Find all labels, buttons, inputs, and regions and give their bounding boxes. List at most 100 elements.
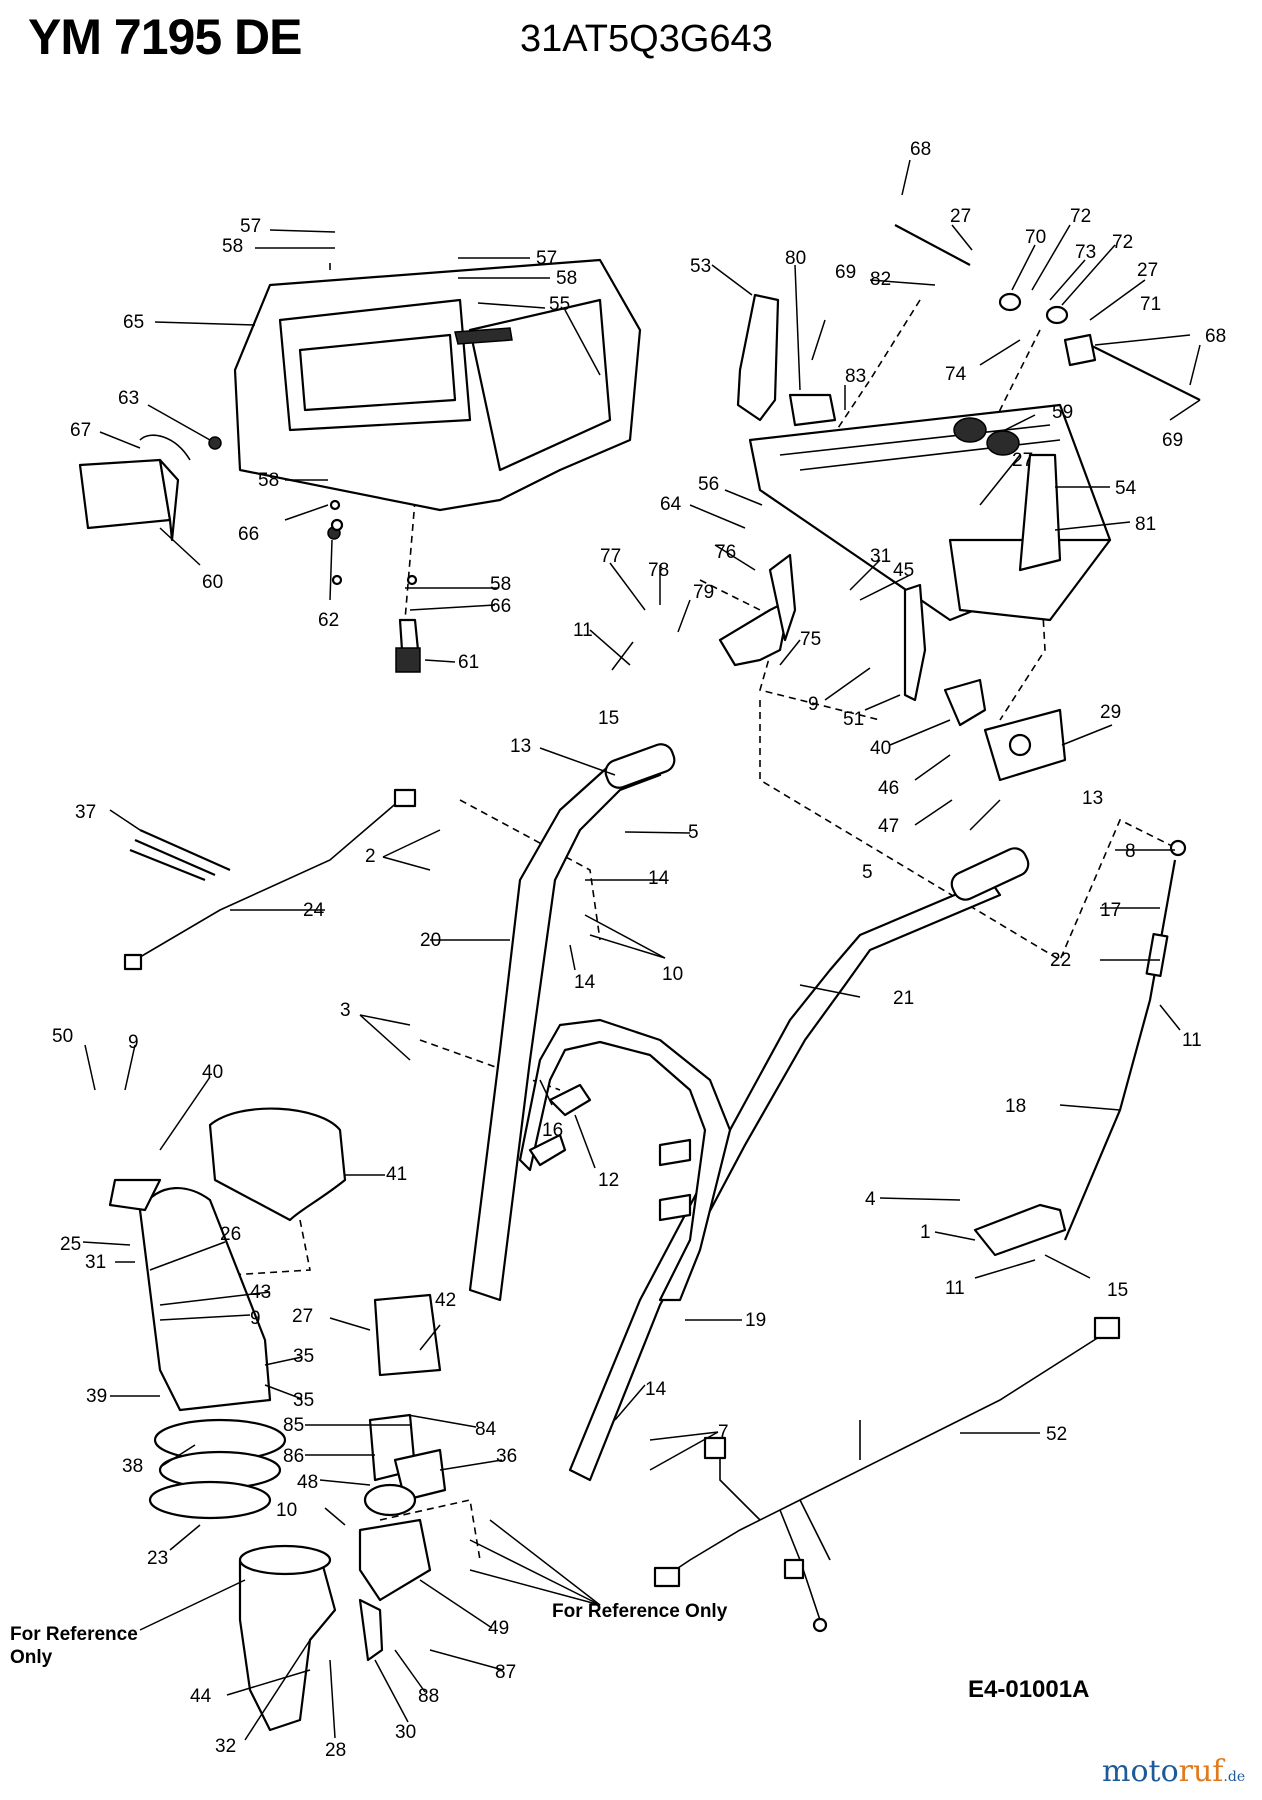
callout-label: 44 (190, 1686, 212, 1707)
callout-label: 72 (1070, 206, 1091, 227)
callout-label: 11 (945, 1278, 965, 1299)
callout-label: 14 (645, 1379, 667, 1400)
callout-label: 5 (862, 862, 873, 883)
frame-19 (518, 1018, 732, 1302)
callout-label: 67 (70, 420, 91, 441)
callout-label: 39 (86, 1386, 107, 1407)
lever-51 (903, 583, 927, 702)
callout-label: 59 (1052, 402, 1073, 423)
cable-24 (134, 799, 401, 961)
plate-49 (358, 1518, 432, 1602)
callout-label: 88 (418, 1686, 439, 1707)
callout-label: 49 (488, 1618, 509, 1639)
watermark-suffix: .de (1223, 1769, 1246, 1785)
callout-label: 7 (718, 1422, 729, 1443)
callout-label: 28 (325, 1740, 346, 1761)
callout-label: 57 (240, 216, 261, 237)
callout-label: 40 (870, 738, 891, 759)
reference-note-left: For Reference (10, 1624, 138, 1645)
callout-label: 8 (1125, 841, 1136, 862)
callout-label: 54 (1115, 478, 1137, 499)
callout-label: 14 (648, 868, 670, 889)
callout-label: 58 (258, 470, 279, 491)
bracket-40 (943, 678, 987, 727)
callout-label: 62 (318, 610, 339, 631)
callout-label: 57 (536, 248, 557, 269)
callout-label: 86 (283, 1446, 304, 1467)
callout-label: 82 (870, 269, 891, 290)
callout-label: 11 (573, 620, 593, 641)
callout-label: 81 (1135, 514, 1156, 535)
handle-21 (568, 878, 1002, 1482)
callout-label: 15 (598, 708, 619, 729)
callout-label: 46 (878, 778, 899, 799)
callout-label: 26 (220, 1224, 241, 1245)
callout-label: 85 (283, 1415, 304, 1436)
callout-label: 42 (435, 1290, 456, 1311)
shift-rod-18 (1063, 859, 1177, 1241)
callout-label: 35 (293, 1390, 314, 1411)
callout-label: 65 (123, 312, 144, 333)
callout-label: 31 (85, 1252, 106, 1273)
callout-label: 27 (1012, 450, 1033, 471)
callout-label: 43 (250, 1282, 271, 1303)
knob-12 (548, 1083, 592, 1117)
callout-label: 71 (1140, 294, 1161, 315)
callout-label: 73 (1075, 242, 1096, 263)
grip-21 (950, 847, 1030, 901)
drawing-number: E4-01001A (968, 1676, 1090, 1703)
watermark-logo: motoruf.de (1102, 1754, 1245, 1789)
callout-label: 75 (800, 629, 821, 650)
callout-label: 27 (950, 206, 971, 227)
callout-label: 69 (835, 262, 856, 283)
callout-label: 32 (215, 1736, 236, 1757)
callout-label: 13 (1082, 788, 1103, 809)
callout-label: 29 (1100, 702, 1121, 723)
collar-23 (148, 1480, 272, 1520)
callout-label: 72 (1112, 232, 1133, 253)
dash-panel (748, 403, 1112, 622)
callout-label: 18 (1005, 1096, 1026, 1117)
callout-label: 74 (945, 364, 967, 385)
console-housing (233, 258, 642, 512)
callout-label: 27 (292, 1306, 313, 1327)
shift-lever-1 (973, 1203, 1067, 1257)
callout-label: 84 (475, 1419, 497, 1440)
callout-label: 83 (845, 366, 866, 387)
callout-label: 19 (745, 1310, 766, 1331)
callout-label: 13 (510, 736, 531, 757)
callout-label: 40 (202, 1062, 223, 1083)
watermark-accent: ruf (1178, 1754, 1224, 1789)
chute-41 (208, 1107, 347, 1222)
callout-label: 76 (715, 542, 736, 563)
callout-label: 68 (1205, 326, 1226, 347)
callout-label: 55 (549, 294, 570, 315)
callout-label: 21 (893, 988, 914, 1009)
callout-label: 87 (495, 1662, 516, 1683)
callout-label: 23 (147, 1548, 168, 1569)
callout-label: 2 (365, 846, 376, 867)
callout-label: 47 (878, 816, 899, 837)
callout-label: 66 (238, 524, 259, 545)
callout-label: 20 (420, 930, 441, 951)
callout-label: 69 (1162, 430, 1183, 451)
callout-label: 16 (542, 1120, 563, 1141)
callout-label: 80 (785, 248, 806, 269)
callout-label: 41 (386, 1164, 407, 1185)
callout-label: 3 (340, 1000, 351, 1021)
callout-label: 17 (1100, 900, 1121, 921)
callout-label: 48 (297, 1472, 318, 1493)
callout-label: 79 (693, 582, 714, 603)
wiring-harness-52 (659, 1329, 1111, 1581)
rod-69-top (894, 224, 971, 266)
cover-42 (373, 1293, 442, 1377)
callout-label: 38 (122, 1456, 143, 1477)
callout-label: 22 (1050, 950, 1071, 971)
callout-label: 35 (293, 1346, 314, 1367)
part-number: 31AT5Q3G643 (520, 18, 773, 60)
callout-label: 58 (490, 574, 511, 595)
callout-label: 53 (690, 256, 711, 277)
callout-label: 9 (808, 694, 819, 715)
